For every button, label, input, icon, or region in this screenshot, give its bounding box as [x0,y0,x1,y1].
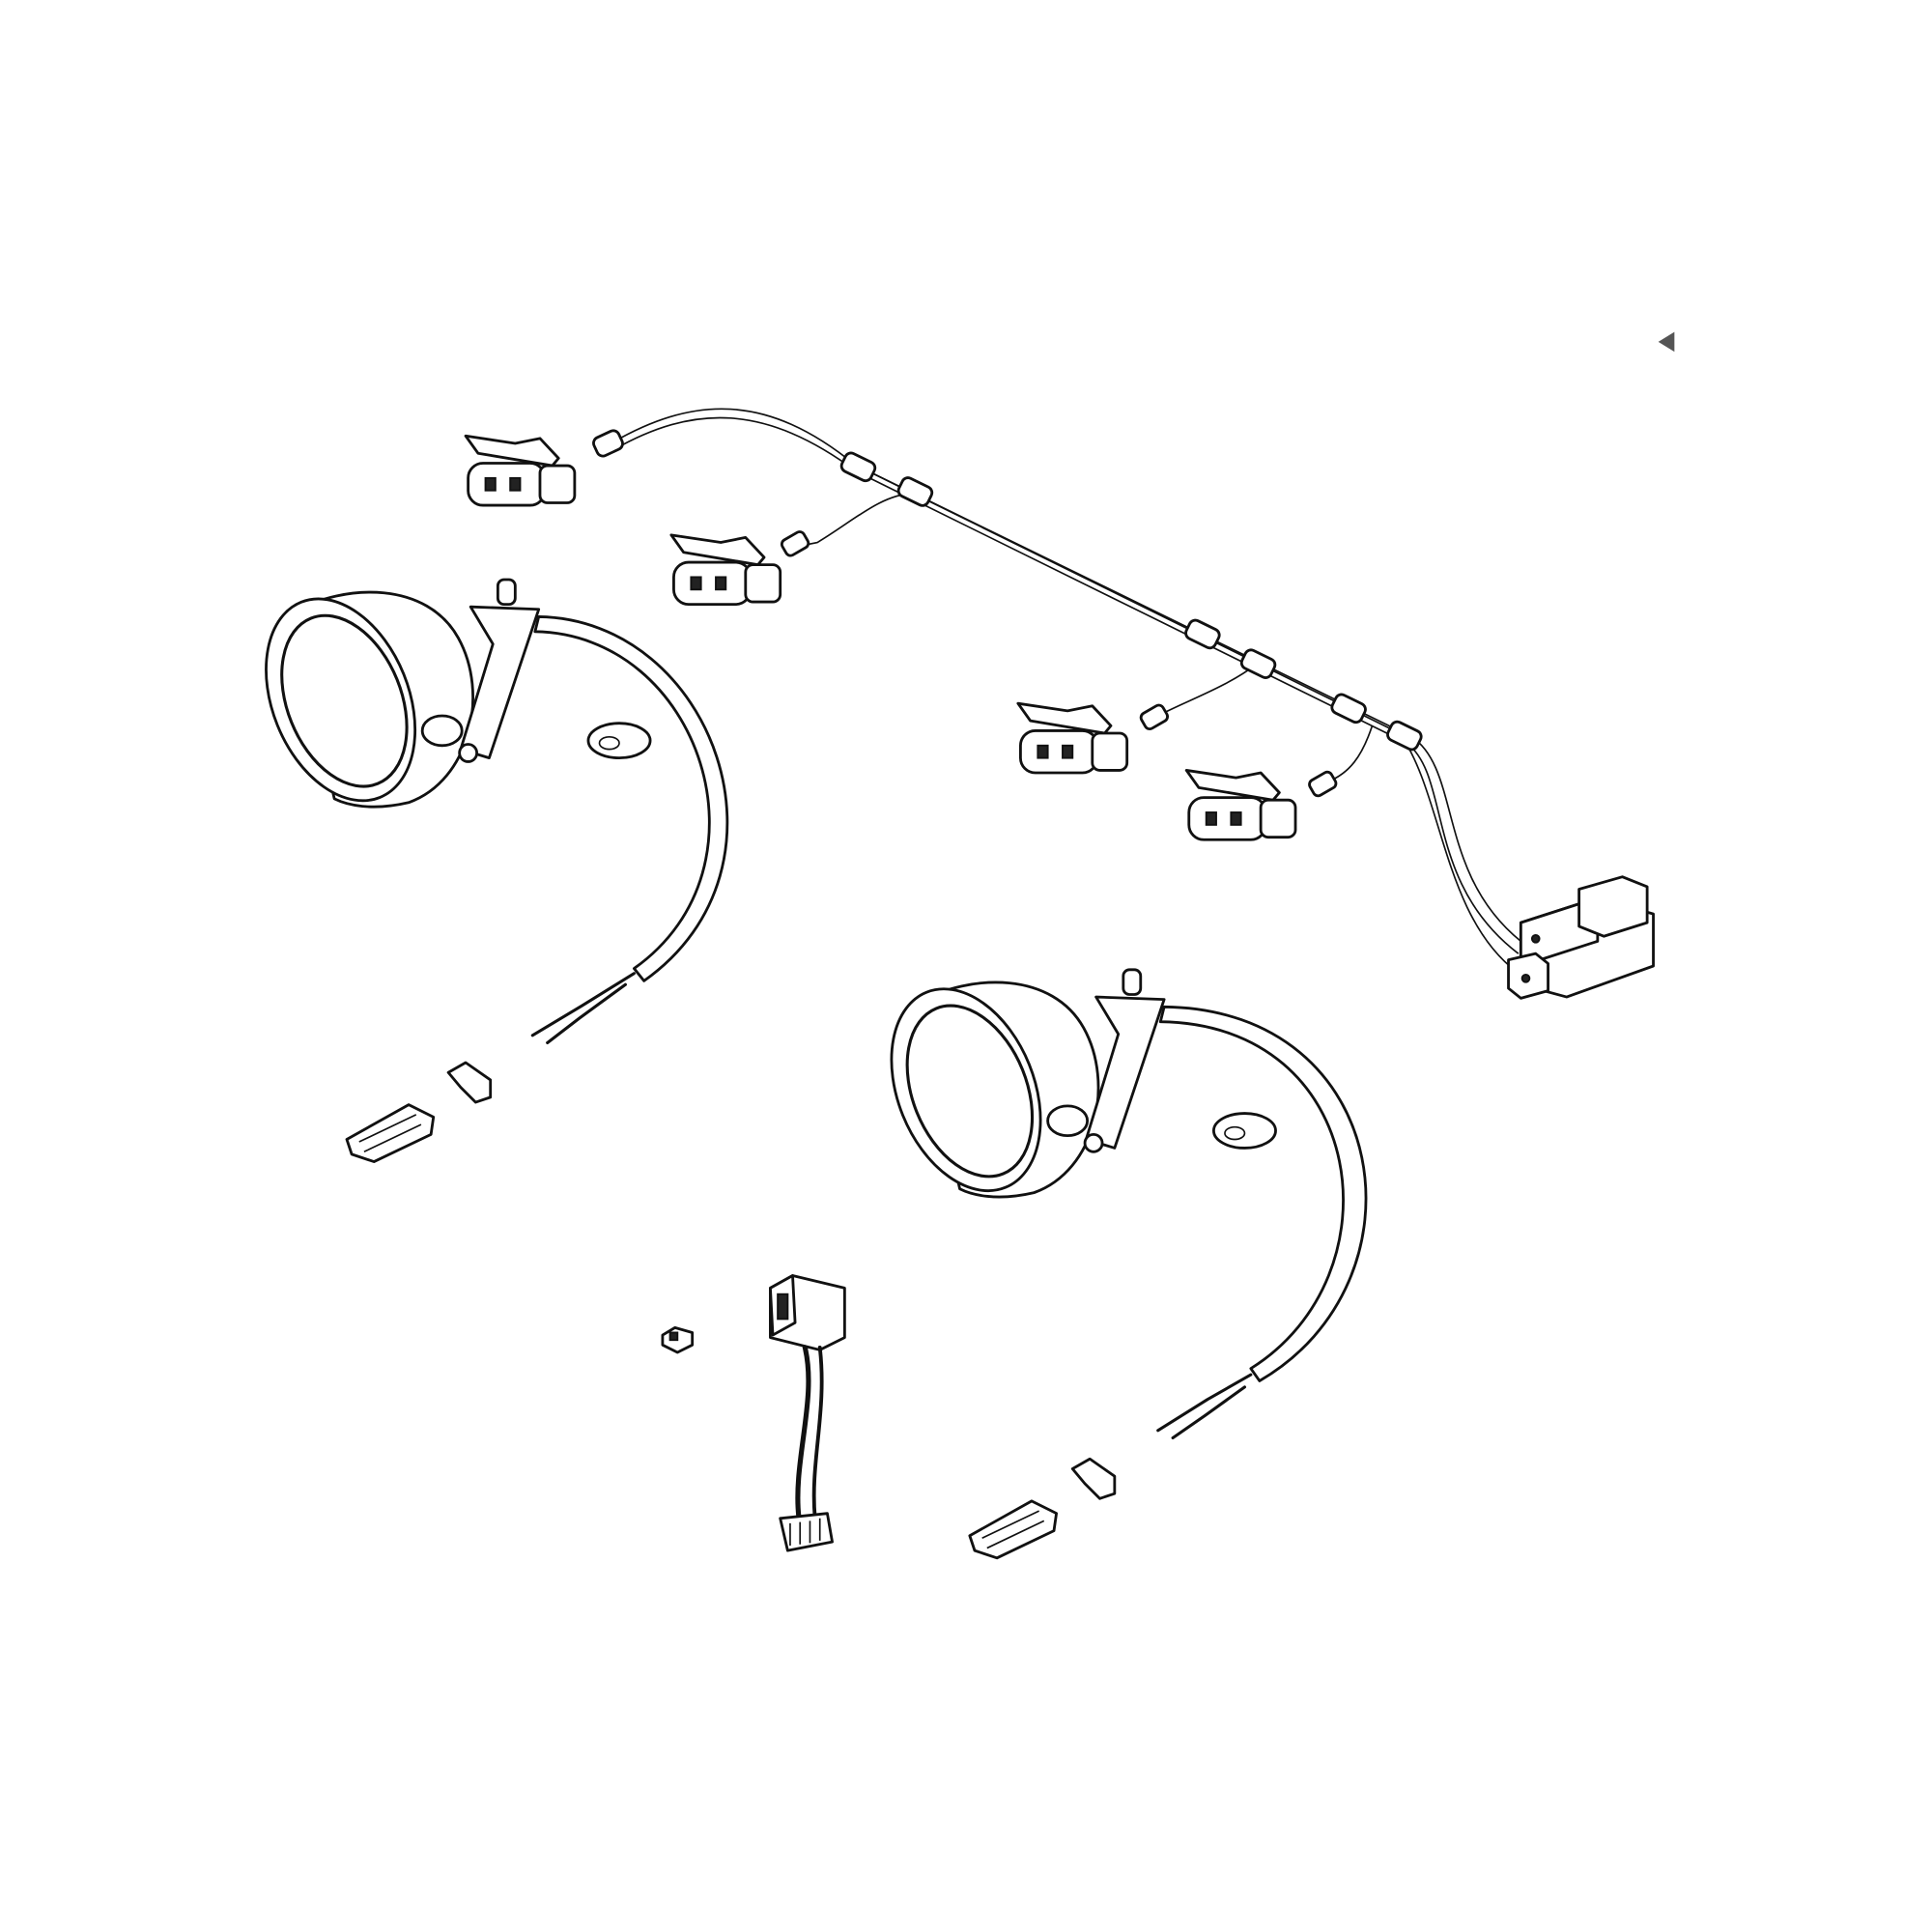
harness-connector [1184,769,1297,841]
harness-connector [669,533,782,607]
harness-connector [1016,701,1129,775]
relay-block [1507,875,1655,1000]
rocker-switch [769,1274,846,1552]
ferrules [592,429,1423,798]
terminal-clip [446,1061,493,1104]
triangle-left-icon[interactable] [1658,331,1675,353]
harness-connector [464,434,577,507]
fog-lamp-left [265,578,729,1045]
fog-lamp-right [890,968,1368,1439]
terminal-clip [1070,1457,1117,1500]
terminal-housing [968,1499,1058,1560]
terminal-housing [345,1103,436,1163]
fuse [661,1325,695,1354]
wiring-harness [464,408,1655,1000]
